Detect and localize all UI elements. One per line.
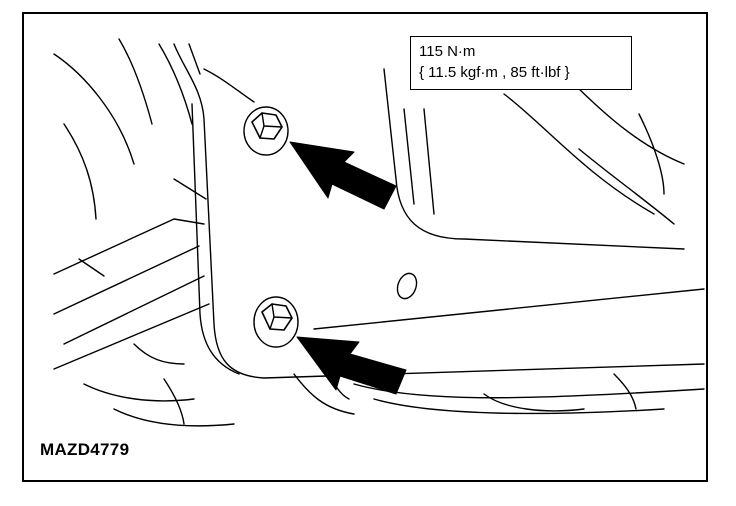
left-member <box>53 218 205 275</box>
background-line <box>118 38 153 125</box>
upper-bolt-icon <box>243 106 289 156</box>
left-member <box>53 303 210 370</box>
arrow-upper-bolt-icon <box>289 141 397 210</box>
figure-id: MAZD4779 <box>40 440 130 459</box>
background-line <box>53 53 135 165</box>
housing <box>423 108 435 215</box>
arrow-lower-bolt-icon <box>296 336 407 395</box>
background-line <box>158 43 193 125</box>
background-line <box>113 408 235 427</box>
left-member <box>173 178 207 200</box>
background-line <box>83 383 195 402</box>
bracket-hole <box>396 272 418 300</box>
background-line <box>163 378 185 425</box>
background-line <box>293 373 355 415</box>
bracket-plate <box>173 43 705 379</box>
background-line <box>188 43 201 75</box>
torque-spec-alternate: { 11.5 kgf·m , 85 ft·lbf } <box>419 64 570 81</box>
left-member <box>53 245 200 315</box>
background-line <box>63 123 97 220</box>
lower-member <box>313 288 705 330</box>
housing <box>638 113 665 195</box>
bracket-plate-top <box>203 68 255 103</box>
housing <box>383 68 685 250</box>
lower-member <box>353 383 705 399</box>
torque-spec-callout: 115 N·m { 11.5 kgf·m , 85 ft·lbf } <box>410 36 632 90</box>
mount-bracket-drawing <box>53 38 705 427</box>
lower-member <box>483 393 585 412</box>
housing <box>578 148 675 225</box>
left-member <box>78 258 105 277</box>
lower-member <box>613 373 637 410</box>
torque-spec-metric: 115 N·m <box>419 43 476 60</box>
left-member <box>63 275 205 345</box>
bracket-plate-edge <box>191 103 240 375</box>
lower-bolt-icon <box>253 296 299 348</box>
housing <box>503 93 655 215</box>
diagram-frame: 115 N·m { 11.5 kgf·m , 85 ft·lbf } MAZD4… <box>22 12 708 482</box>
housing <box>403 108 415 205</box>
left-member <box>133 343 185 365</box>
lower-member <box>373 398 665 415</box>
